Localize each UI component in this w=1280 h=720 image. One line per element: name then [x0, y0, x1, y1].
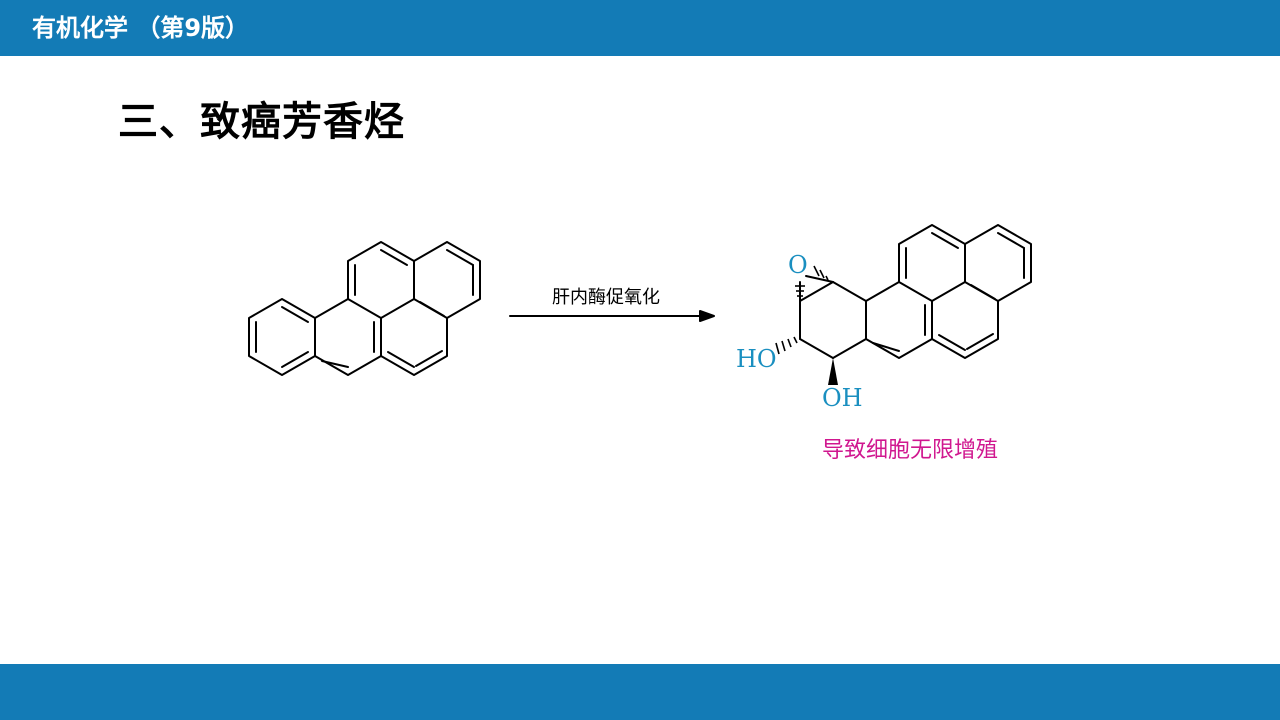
wedge-bond	[828, 358, 838, 385]
stereo-bonds	[775, 265, 838, 385]
reaction-arrow	[509, 310, 715, 322]
reactant-ring-e	[413, 241, 481, 319]
epoxide-oxygen-label: O	[788, 251, 808, 279]
reactant-ring-b	[314, 298, 382, 376]
result-caption: 导致细胞无限增殖	[821, 438, 998, 463]
footer-bar	[0, 664, 1280, 720]
reactant-structure	[248, 241, 481, 376]
hydroxyl-bottom-label: OH	[822, 384, 863, 412]
hydroxyl-left-label: HO	[736, 345, 777, 373]
reaction-condition: 肝内酶促氧化	[552, 287, 660, 308]
reactant-ring-a	[248, 298, 316, 376]
header-bar: 有机化学 （第9版）	[0, 0, 1280, 56]
reactant-ring-d	[380, 298, 448, 376]
reactant-ring-c	[347, 241, 415, 319]
product-structure	[799, 224, 1032, 359]
course-title: 有机化学 （第9版）	[32, 14, 250, 42]
section-heading: 三、致癌芳香烃	[118, 99, 405, 145]
